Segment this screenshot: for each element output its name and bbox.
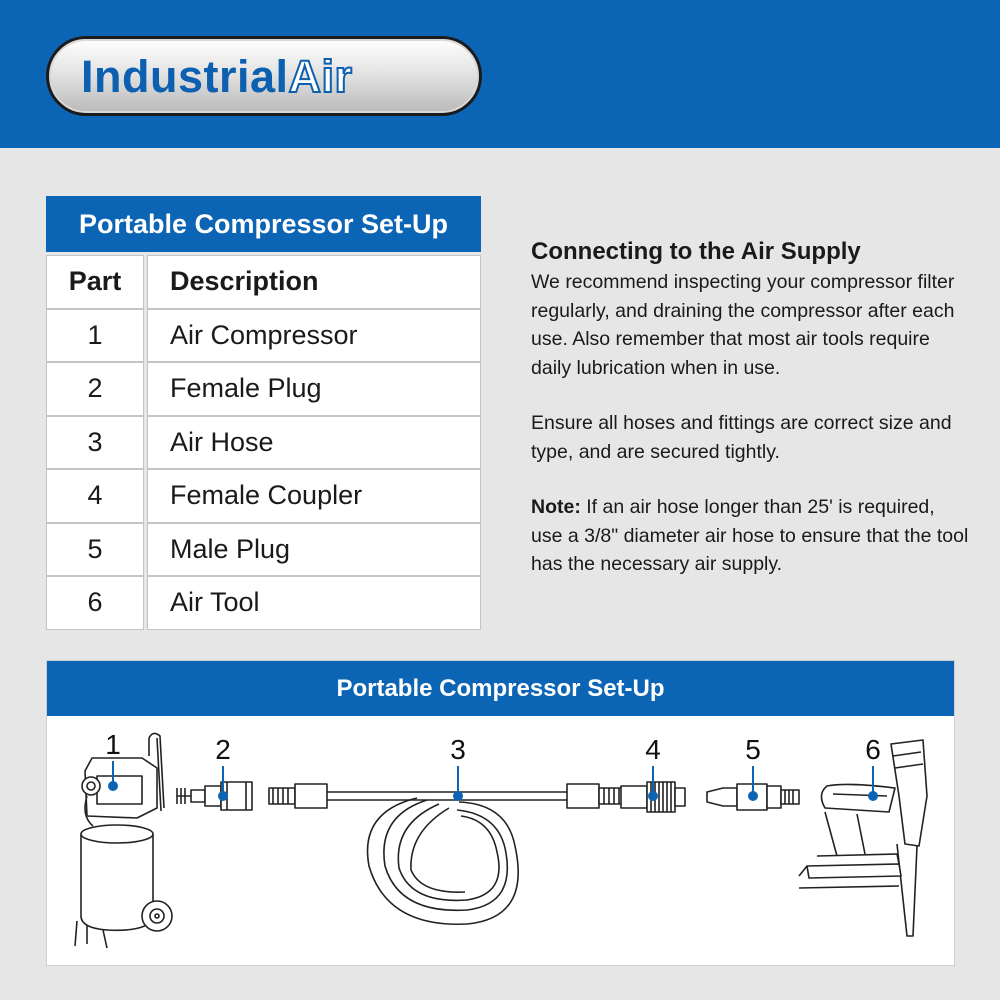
part-description: Air Compressor — [147, 308, 481, 362]
air-compressor-illustration — [74, 732, 173, 949]
parts-table: Portable Compressor Set-Up Part Descript… — [46, 196, 481, 630]
female-coupler-illustration — [620, 781, 686, 813]
table-row: 5 Male Plug — [46, 522, 481, 576]
male-plug-illustration — [706, 783, 800, 811]
part-description: Female Plug — [147, 362, 481, 416]
brand-logo: IndustrialAir — [46, 36, 482, 116]
setup-diagram: Portable Compressor Set-Up — [46, 660, 955, 966]
info-paragraph-1: We recommend inspecting your compressor … — [531, 271, 955, 379]
part-number: 6 — [46, 576, 144, 630]
part-number: 4 — [46, 469, 144, 523]
header-part: Part — [46, 255, 144, 309]
part-description: Male Plug — [147, 522, 481, 576]
part-number: 2 — [46, 362, 144, 416]
table-title: Portable Compressor Set-Up — [46, 196, 481, 252]
female-plug-illustration — [176, 781, 253, 811]
callout-label: 4 — [645, 734, 661, 765]
setup-illustration: 1 2 3 4 5 6 — [74, 729, 928, 949]
table-row: 3 Air Hose — [46, 415, 481, 469]
callout-label: 5 — [745, 734, 761, 765]
table-row: 4 Female Coupler — [46, 469, 481, 523]
callout-markers — [108, 761, 878, 801]
callout-label: 6 — [865, 734, 881, 765]
brand-word-industrial: Industrial — [81, 51, 289, 102]
info-note: Note: If an air hose longer than 25' is … — [531, 493, 971, 579]
part-description: Female Coupler — [147, 469, 481, 523]
info-title: Connecting to the Air Supply — [531, 238, 861, 265]
table-row: 1 Air Compressor — [46, 308, 481, 362]
air-hose-illustration — [268, 783, 626, 926]
part-number: 3 — [46, 415, 144, 469]
callout-label: 1 — [105, 729, 121, 760]
table-header-row: Part Description — [46, 255, 481, 309]
table-row: 2 Female Plug — [46, 362, 481, 416]
part-number: 1 — [46, 308, 144, 362]
brand-word-air: Air — [288, 50, 354, 103]
info-section: Connecting to the Air Supply We recommen… — [531, 238, 971, 606]
table-row: 6 Air Tool — [46, 576, 481, 630]
part-description: Air Hose — [147, 415, 481, 469]
part-number: 5 — [46, 522, 144, 576]
header-banner: IndustrialAir — [0, 0, 1000, 148]
info-paragraph-2: Ensure all hoses and fittings are correc… — [531, 412, 952, 463]
note-text: If an air hose longer than 25' is requir… — [531, 496, 969, 575]
part-description: Air Tool — [147, 576, 481, 630]
callout-label: 2 — [215, 734, 231, 765]
callout-label: 3 — [450, 734, 466, 765]
air-tool-illustration — [798, 739, 928, 937]
diagram-title: Portable Compressor Set-Up — [47, 661, 954, 716]
note-label: Note: — [531, 496, 581, 518]
header-description: Description — [147, 255, 481, 309]
